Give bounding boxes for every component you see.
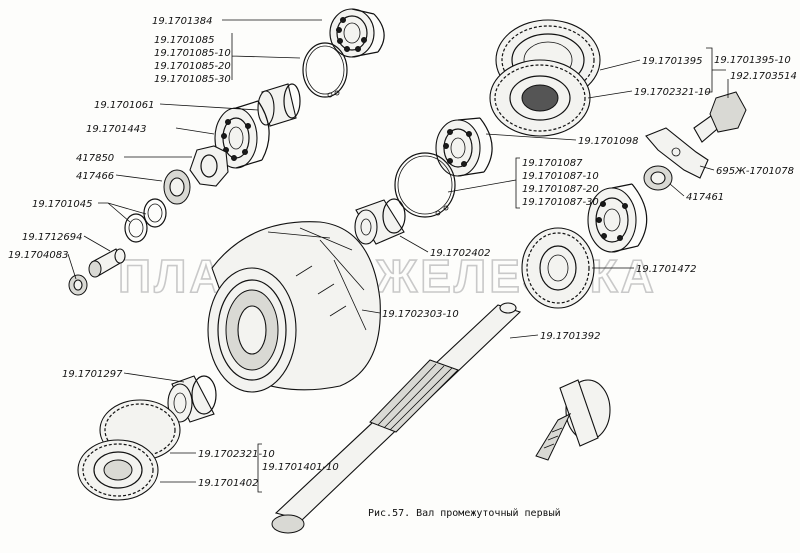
bolt-1703514 [693,91,747,143]
snap-ring-1701087 [394,152,456,218]
label-1701085-10: 19.1701085-10 [154,48,231,59]
bearing-1701098 [435,117,493,177]
shaft-stub-right [535,379,611,461]
leader-lines [67,19,729,493]
label-1701472: 19.1701472 [636,264,696,275]
label-1703514: 192.1703514 [730,71,797,82]
bearing-right [587,183,648,253]
label-1701078: 695Ж-1701078 [716,166,794,177]
label-1701402: 19.1701402 [198,478,258,489]
label-1701045: 19.1701045 [32,199,92,210]
label-1701087: 19.1701087 [522,158,583,169]
label-1701098: 19.1701098 [578,136,638,147]
label-1702402: 19.1702402 [430,248,490,259]
label-1701401-10: 19.1701401-10 [262,462,339,473]
label-1704083: 19.1704083 [8,250,68,261]
bush-1701061 [257,83,301,127]
shaft-1701392 [271,302,522,534]
label-1701395-10: 19.1701395-10 [714,55,791,66]
label-417850: 417850 [76,153,114,164]
label-1702321-10-top: 19.1702321-10 [634,87,711,98]
label-1701297: 19.1701297 [62,369,123,380]
figure-caption: Рис.57. Вал промежуточный первый [368,507,561,519]
label-1701384: 19.1701384 [152,16,212,27]
gear-1701402 [77,399,181,501]
gear-1701472 [521,227,595,309]
nut-1704083 [68,274,88,296]
nut-417461 [643,165,673,191]
label-1701087-20: 19.1701087-20 [522,184,599,195]
snap-ring-1701085 [302,42,348,98]
bolt-1712694 [88,248,126,278]
gear-1702321-10-top [489,59,591,137]
lock-washer-417850 [189,145,229,187]
label-417466: 417466 [76,171,114,182]
label-1702321-10-bottom: 19.1702321-10 [198,449,275,460]
label-1701395: 19.1701395 [642,56,702,67]
bearing-1701297 [167,375,217,423]
washers-1701045 [124,198,167,243]
label-1702303-10: 19.1702303-10 [382,309,459,320]
label-1701085-30: 19.1701085-30 [154,74,231,85]
synchronizer-1702303-10 [207,221,381,393]
label-1712694: 19.1712694 [22,232,82,243]
bush-1702402 [354,198,406,245]
nut-417466 [163,169,191,205]
part-labels: 19.1701384 19.1701085 19.1701085-10 19.1… [8,16,797,489]
label-1701443: 19.1701443 [86,124,146,135]
label-417461: 417461 [686,192,724,203]
label-1701087-30: 19.1701087-30 [522,197,599,208]
label-1701061: 19.1701061 [94,100,154,111]
label-1701085: 19.1701085 [154,35,214,46]
label-1701087-10: 19.1701087-10 [522,171,599,182]
bearing-1701384 [329,8,385,58]
label-1701392: 19.1701392 [540,331,600,342]
label-1701085-20: 19.1701085-20 [154,61,231,72]
lock-plate-1701078 [645,127,709,179]
